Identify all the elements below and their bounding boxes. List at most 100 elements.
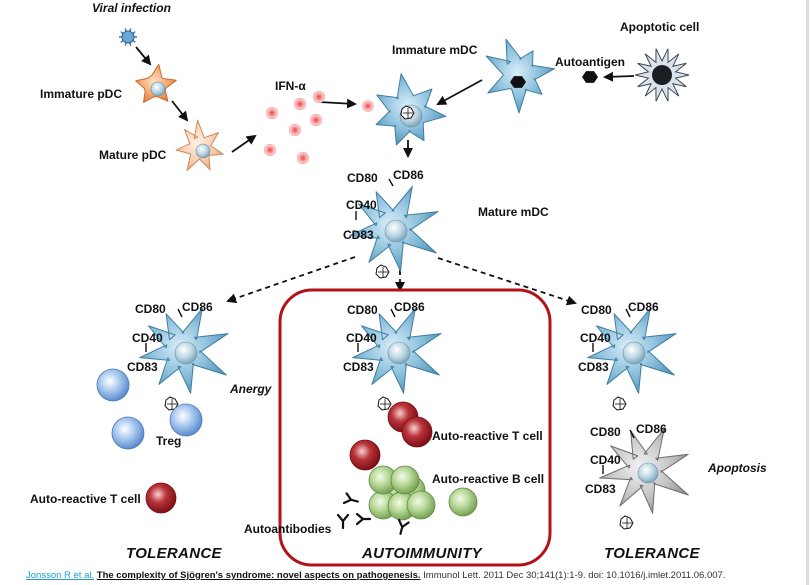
ifn-alpha-dot — [312, 90, 326, 104]
label-immature-mdc: Immature mDC — [392, 43, 478, 57]
ifn-alpha-dot — [263, 143, 277, 157]
citation: Jonsson R et al. The complexity of Sjögr… — [26, 570, 725, 581]
peptide-apop-outline — [619, 515, 634, 530]
label-ifn-alpha: IFN-α — [275, 79, 306, 93]
virus-core — [121, 30, 135, 44]
label-cd86-right: CD86 — [628, 300, 659, 314]
label-cd40-left: CD40 — [132, 331, 163, 345]
mature-mdc-left-cell — [139, 307, 229, 394]
label-cd83-apop: CD83 — [585, 482, 616, 496]
arrow-apoptotic-to-antigen — [603, 71, 635, 82]
autoantibody-3 — [336, 513, 350, 530]
ifn-alpha-dot — [296, 151, 310, 165]
right-edge-divider — [806, 0, 809, 585]
autoantibody-1-shape — [342, 492, 359, 505]
label-cd40-right: CD40 — [580, 331, 611, 345]
peptide-center-outline — [400, 105, 415, 120]
autoantibody-4-shape — [397, 518, 410, 535]
tick-cd80-right — [625, 308, 631, 318]
label-cd80-left: CD80 — [135, 302, 166, 316]
label-cd83-mid: CD83 — [343, 360, 374, 374]
peptide-top-mdc — [375, 264, 390, 279]
label-cd80-top: CD80 — [347, 171, 378, 185]
label-autoreactive-t-mid: Auto-reactive T cell — [432, 429, 543, 443]
label-apoptosis: Apoptosis — [708, 461, 767, 475]
mature-mdc-right-cell-nucleus — [622, 341, 646, 365]
autoimmunity-box — [278, 288, 552, 567]
peptide-left-outline — [164, 396, 179, 411]
tick-cd80-apop — [629, 429, 635, 439]
autoantigen-inside-cell — [510, 76, 526, 88]
ifn-alpha-dot — [265, 106, 279, 120]
label-mature-pdc: Mature pDC — [99, 148, 167, 162]
label-cd86-mid: CD86 — [394, 300, 425, 314]
peptide-top-mdc-outline — [375, 264, 390, 279]
apoptotic-cell-core — [652, 65, 672, 85]
citation-authors-link[interactable]: Jonsson R et al. — [26, 570, 95, 581]
arrow-mdc-right-to-center — [436, 79, 483, 105]
label-cd40-mid: CD40 — [346, 331, 377, 345]
peptide-mid — [377, 396, 392, 411]
label-cd83-left: CD83 — [127, 360, 158, 374]
tick-cd80-top — [388, 178, 394, 187]
immature-pdc-cell — [135, 63, 177, 103]
ifn-alpha-dot-bound — [362, 100, 374, 112]
arrow-ipdc-to-mpdc — [171, 100, 189, 122]
arrow-ifn-to-mdc — [318, 98, 357, 109]
peptide-left — [164, 396, 179, 411]
mature-mdc-right-cell — [587, 307, 677, 394]
mature-pdc-cell — [175, 119, 224, 171]
label-cd40-top: CD40 — [346, 198, 377, 212]
label-cd80-right: CD80 — [581, 303, 612, 317]
arrow-virus-to-ipdc — [135, 46, 152, 66]
peptide-right-outline — [612, 396, 627, 411]
label-autoreactive-t-left: Auto-reactive T cell — [30, 492, 141, 506]
arrow-dashed-left — [226, 256, 356, 304]
apoptotic-mdc-cell — [599, 427, 689, 514]
peptide-apop — [619, 515, 634, 530]
mature-mdc-left-cell-nucleus — [174, 341, 198, 365]
mature-mdc-top-cell-nucleus — [384, 219, 408, 243]
tick-cd80-mid — [390, 308, 396, 318]
treg-cell-1 — [96, 368, 130, 402]
immature-pdc-cell-nucleus — [150, 81, 166, 97]
autoreactive-t-left-cell — [145, 482, 177, 514]
mature-mdc-mid-cell — [352, 307, 442, 394]
ifn-alpha-dot — [309, 113, 323, 127]
peptide-mid-outline — [377, 396, 392, 411]
apoptotic-mdc-cell-nucleus — [637, 462, 659, 484]
label-cd86-top: CD86 — [393, 168, 424, 182]
label-cd83-top: CD83 — [343, 228, 374, 242]
label-cd80-apop: CD80 — [590, 425, 621, 439]
autoantigen-molecule — [582, 71, 598, 83]
autoantibody-3-shape — [336, 513, 350, 530]
treg-cell-3 — [111, 416, 145, 450]
autoreactive-b-cell-single — [448, 487, 478, 517]
mature-mdc-top-cell — [349, 185, 439, 272]
peptide-center — [400, 105, 415, 120]
autoreactive-b-cell — [406, 490, 436, 520]
label-cd80-mid: CD80 — [347, 303, 378, 317]
arrow-mpdc-to-ifn — [231, 134, 257, 153]
autoreactive-b-cell — [390, 465, 420, 495]
heading-autoimmunity: AUTOIMMUNITY — [362, 545, 482, 562]
label-autoantigen: Autoantigen — [555, 55, 625, 69]
label-viral-infection: Viral infection — [92, 1, 171, 15]
autoantibody-1 — [342, 492, 359, 505]
label-treg: Treg — [156, 434, 182, 448]
ifn-alpha-dot — [288, 123, 302, 137]
arrow-dashed-right — [437, 257, 577, 306]
tick-cd80-left — [177, 308, 183, 318]
label-cd40-apop: CD40 — [590, 453, 621, 467]
apoptotic-cell — [634, 48, 690, 102]
peptide-right — [612, 396, 627, 411]
heading-tolerance-left: TOLERANCE — [126, 545, 222, 562]
label-autoreactive-b: Auto-reactive B cell — [432, 472, 545, 486]
label-cd86-apop: CD86 — [636, 422, 667, 436]
autoantibody-2-shape — [355, 512, 372, 526]
ifn-alpha-dot — [293, 97, 307, 111]
citation-title: The complexity of Sjögren's syndrome: no… — [96, 570, 421, 581]
label-cd83-right: CD83 — [578, 360, 609, 374]
